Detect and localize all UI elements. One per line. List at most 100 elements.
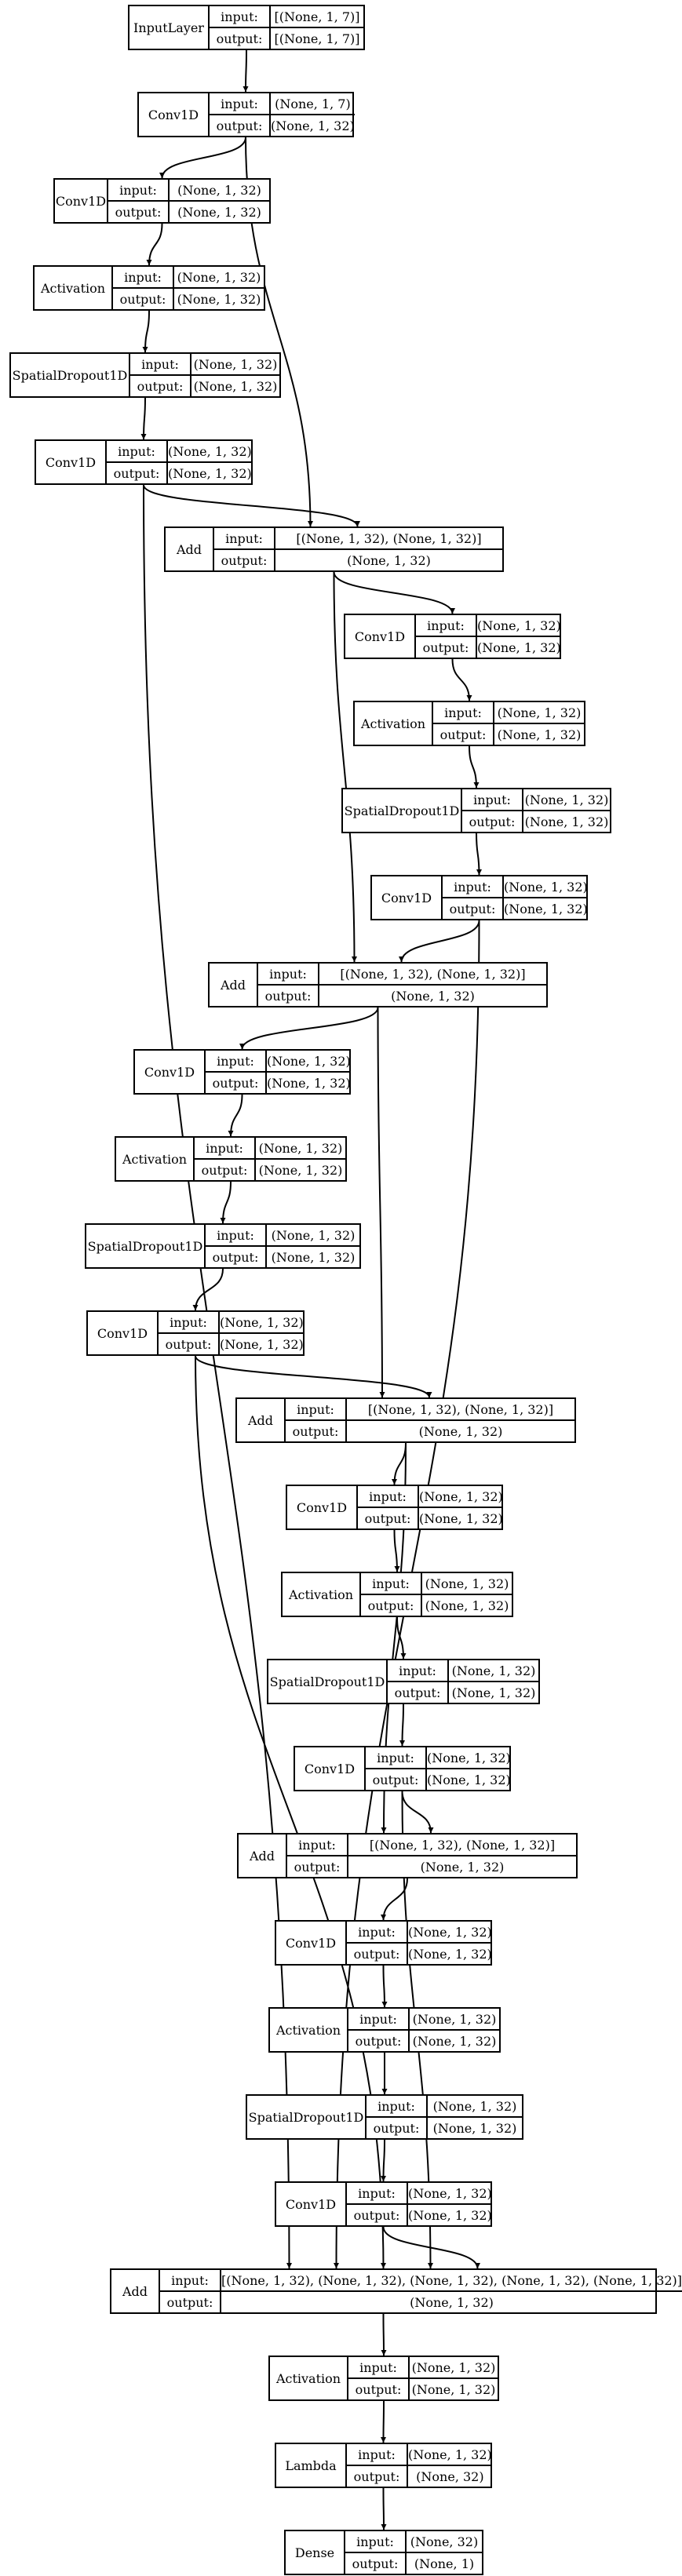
layer-shape-table: input:[(None, 1, 32), (None, 1, 32)]outp… bbox=[214, 528, 502, 570]
edge-conv1d-8-to-add-4 bbox=[401, 1791, 434, 1834]
input-shape-value: (None, 1, 32) bbox=[220, 1314, 304, 1330]
output-shape-label: output: bbox=[347, 1944, 408, 1964]
input-shape-row: input:[(None, 1, 7)] bbox=[210, 6, 363, 27]
input-shape-value: (None, 1, 32) bbox=[177, 269, 261, 285]
output-shape-value: (None, 1, 32) bbox=[347, 552, 431, 568]
output-shape-value: (None, 1, 32) bbox=[408, 1946, 492, 1962]
edge-conv1d-10-to-add-final bbox=[382, 2226, 480, 2269]
input-shape-value: (None, 1, 32) bbox=[267, 1053, 351, 1069]
layer-shape-table: input:(None, 1, 32)output:(None, 1, 32) bbox=[443, 876, 588, 919]
input-shape-row: input:[(None, 1, 32), (None, 1, 32)] bbox=[258, 964, 546, 984]
input-shape-row: input:(None, 1, 32) bbox=[107, 441, 252, 461]
input-shape-value: (None, 1, 32) bbox=[258, 1140, 343, 1156]
output-shape-label: output: bbox=[443, 898, 504, 919]
edge-conv1d-9-to-activation-5 bbox=[381, 1965, 388, 2008]
input-shape-label: input: bbox=[206, 1051, 267, 1071]
output-shape-value: (None, 1, 32) bbox=[504, 901, 588, 916]
input-shape-value: (None, 1, 32) bbox=[177, 182, 261, 198]
edge-activation-1-to-dropout-1 bbox=[142, 310, 150, 353]
edge-dropout-5-to-conv1d-10 bbox=[381, 2139, 387, 2182]
output-shape-label: output: bbox=[214, 550, 275, 570]
output-shape-value: (None, 1, 32) bbox=[411, 2381, 496, 2397]
output-shape-label: output: bbox=[347, 2466, 408, 2487]
input-shape-row: input:[(None, 1, 32), (None, 1, 32)] bbox=[287, 1835, 576, 1855]
output-shape-row: output:(None, 1, 32) bbox=[367, 2116, 522, 2138]
input-shape-value: (None, 1, 7) bbox=[275, 96, 351, 111]
input-shape-label: input: bbox=[345, 2531, 407, 2552]
output-shape-value: (None, 1, 32) bbox=[419, 1510, 503, 1526]
output-shape-label: output: bbox=[210, 115, 271, 136]
input-shape-label: input: bbox=[130, 354, 191, 374]
output-shape-label: output: bbox=[130, 376, 191, 396]
input-shape-value: (None, 1, 32) bbox=[168, 443, 252, 459]
output-shape-row: output:(None, 1, 32) bbox=[416, 636, 561, 658]
input-shape-label: input: bbox=[388, 1660, 449, 1681]
layer-shape-table: input:(None, 1, 32)output:(None, 1, 32) bbox=[348, 2009, 499, 2051]
layer-type-label: Activation bbox=[270, 2009, 348, 2051]
output-shape-value: (None, 1, 32) bbox=[497, 727, 582, 742]
output-shape-value: (None, 1, 32) bbox=[271, 1249, 356, 1265]
edge-add-3-to-conv1d-7 bbox=[392, 1442, 407, 1485]
output-shape-value: [(None, 1, 7)] bbox=[274, 31, 360, 46]
output-shape-row: output:(None, 1, 32) bbox=[258, 984, 546, 1006]
output-shape-row: output:(None, 1, 32) bbox=[108, 200, 269, 222]
edge-add-2-to-conv1d-5 bbox=[239, 1007, 379, 1050]
output-shape-label: output: bbox=[210, 28, 271, 49]
layer-shape-table: input:(None, 1, 32)output:(None, 1, 32) bbox=[366, 1747, 511, 1790]
layer-shape-table: input:(None, 1, 32)output:(None, 1, 32) bbox=[206, 1225, 359, 1267]
input-shape-value: (None, 1, 32) bbox=[412, 2011, 497, 2027]
input-shape-row: input:(None, 1, 7) bbox=[210, 93, 355, 114]
output-shape-row: output:(None, 1, 32) bbox=[443, 897, 588, 919]
output-shape-value: (None, 1, 32) bbox=[412, 2033, 497, 2049]
input-shape-label: input: bbox=[286, 1399, 347, 1419]
input-shape-row: input:(None, 1, 32) bbox=[361, 1573, 512, 1594]
input-shape-row: input:[(None, 1, 32), (None, 1, 32)] bbox=[214, 528, 502, 548]
output-shape-value: (None, 1, 32) bbox=[420, 1859, 505, 1875]
input-shape-label: input: bbox=[195, 1138, 256, 1158]
input-shape-value: [(None, 1, 7)] bbox=[274, 9, 360, 24]
edge-conv1d-1-to-activation-1 bbox=[146, 223, 163, 266]
input-shape-label: input: bbox=[347, 1922, 408, 1942]
input-shape-label: input: bbox=[287, 1835, 348, 1855]
edge-add-final-to-activation-final bbox=[381, 2313, 387, 2356]
output-shape-row: output:(None, 1, 32) bbox=[195, 1158, 345, 1180]
output-shape-row: output:[(None, 1, 7)] bbox=[210, 27, 363, 49]
input-shape-row: input:(None, 1, 32) bbox=[347, 2444, 492, 2465]
output-shape-label: output: bbox=[108, 202, 170, 222]
layer-shape-table: input:(None, 1, 32)output:(None, 1, 32) bbox=[108, 180, 269, 222]
layer-type-label: Add bbox=[210, 964, 258, 1006]
input-shape-row: input:(None, 1, 32) bbox=[113, 267, 264, 287]
output-shape-label: output: bbox=[367, 2118, 428, 2138]
layer-type-label: Conv1D bbox=[295, 1747, 366, 1790]
input-shape-row: input:(None, 1, 32) bbox=[366, 1747, 511, 1768]
output-shape-label: output: bbox=[160, 2292, 221, 2312]
output-shape-label: output: bbox=[107, 463, 168, 483]
output-shape-label: output: bbox=[433, 724, 494, 745]
input-shape-label: input: bbox=[366, 1747, 427, 1768]
input-shape-value: (None, 1, 32) bbox=[504, 879, 588, 894]
input-shape-label: input: bbox=[462, 789, 523, 810]
layer-shape-table: input:(None, 1, 32)output:(None, 1, 32) bbox=[361, 1573, 512, 1616]
output-shape-value: (None, 1, 32) bbox=[524, 814, 609, 829]
layer-shape-table: input:[(None, 1, 32), (None, 1, 32)]outp… bbox=[287, 1835, 576, 1877]
edge-conv1d-6-to-add-3 bbox=[195, 1355, 432, 1398]
layer-shape-table: input:(None, 1, 32)output:(None, 1, 32) bbox=[388, 1660, 538, 1703]
input-shape-value: [(None, 1, 32), (None, 1, 32)] bbox=[340, 966, 526, 982]
layer-shape-table: input:(None, 1, 32)output:(None, 1, 32) bbox=[113, 267, 264, 309]
output-shape-row: output:(None, 1, 32) bbox=[107, 461, 252, 483]
input-shape-row: input:(None, 1, 32) bbox=[348, 2009, 499, 2029]
input-shape-value: (None, 1, 32) bbox=[432, 2098, 517, 2114]
layer-shape-table: input:(None, 1, 32)output:(None, 1, 32) bbox=[159, 1312, 304, 1354]
layer-type-label: Activation bbox=[116, 1138, 195, 1180]
input-shape-value: (None, 1, 32) bbox=[408, 1924, 492, 1940]
input-shape-row: input:(None, 1, 32) bbox=[206, 1225, 359, 1245]
edge-conv1d-2-to-add-1 bbox=[143, 484, 360, 527]
